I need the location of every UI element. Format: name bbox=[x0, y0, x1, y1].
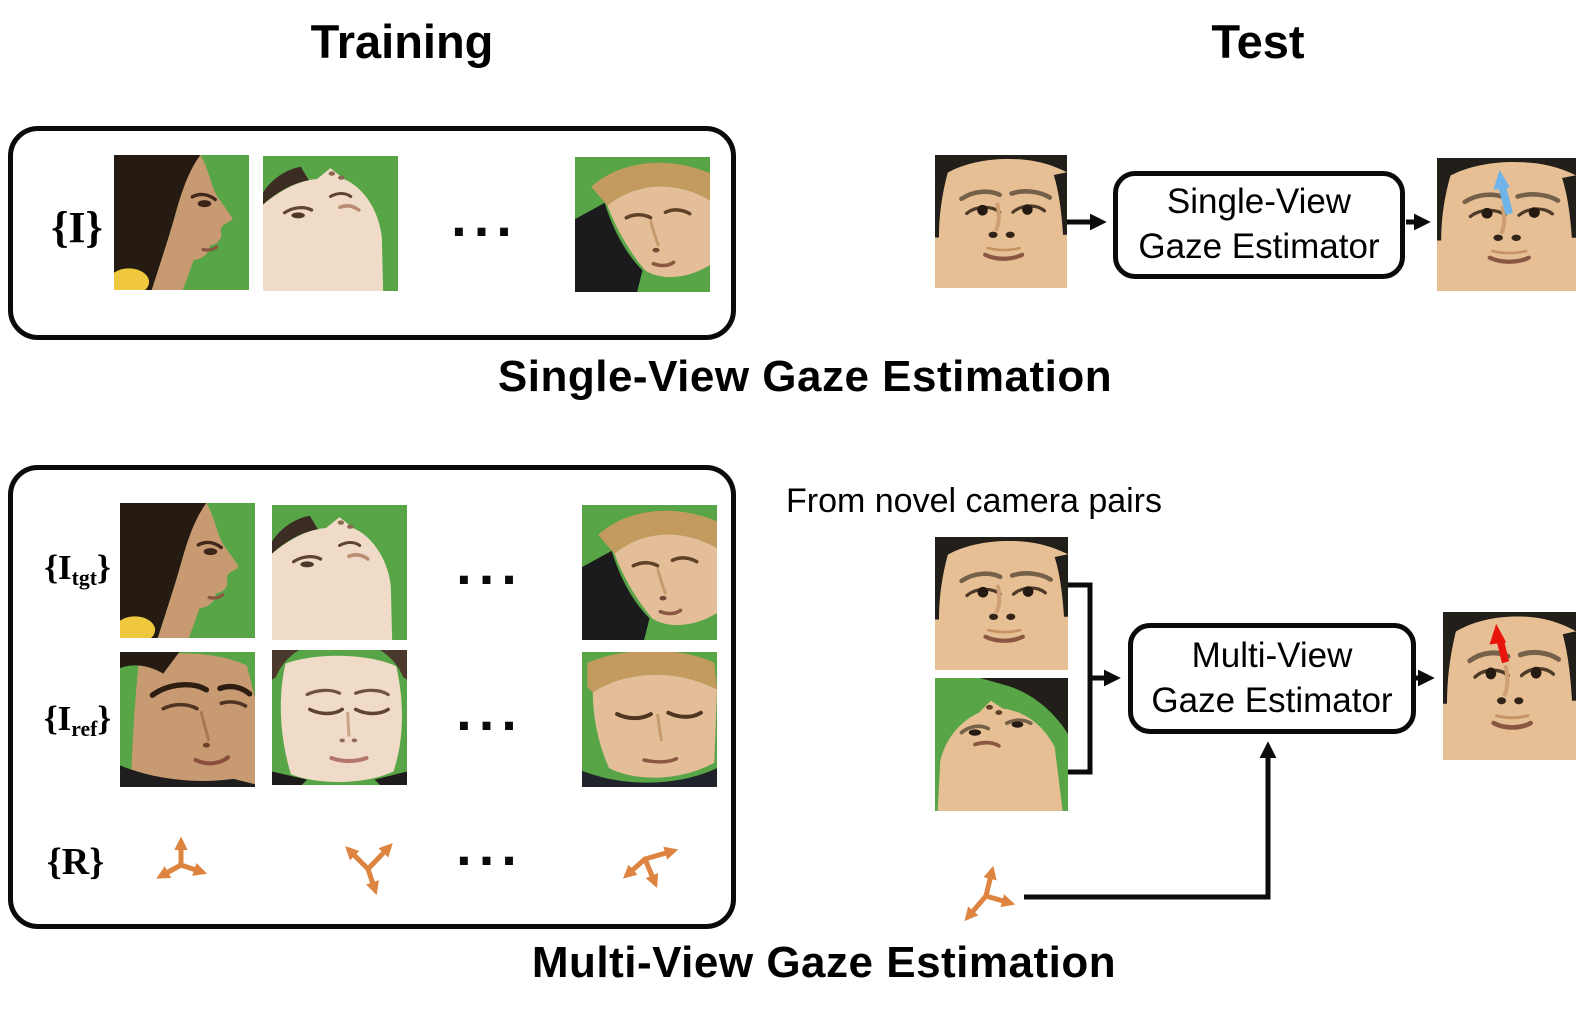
training-face-2 bbox=[263, 156, 398, 291]
estimator-line-2: Gaze Estimator bbox=[1151, 680, 1393, 720]
multi-view-caption: Multi-View Gaze Estimation bbox=[531, 938, 1117, 987]
ellipsis: ... bbox=[456, 679, 524, 742]
reference-face-2 bbox=[272, 650, 407, 785]
gaze-arrow-red bbox=[1496, 639, 1510, 664]
rotation-axes-icon bbox=[960, 864, 1022, 926]
bracket-camera-pair bbox=[1065, 582, 1093, 775]
training-header: Training bbox=[310, 15, 494, 68]
multi-view-input-face-1 bbox=[935, 537, 1068, 670]
training-face-3 bbox=[575, 157, 710, 292]
estimator-line-1: Multi-View bbox=[1191, 635, 1353, 675]
gaze-arrow-blue bbox=[1498, 186, 1513, 215]
estimator-line-1: Single-View bbox=[1166, 182, 1352, 222]
training-face-1 bbox=[114, 155, 249, 290]
ellipsis: ... bbox=[456, 533, 524, 596]
novel-camera-pairs-note: From novel camera pairs bbox=[786, 482, 1163, 520]
ellipsis: ... bbox=[456, 814, 524, 877]
reference-set-label: {Iref} bbox=[43, 699, 112, 742]
test-input-face bbox=[935, 155, 1067, 288]
multi-view-output-face bbox=[1443, 612, 1576, 760]
target-face-1 bbox=[120, 503, 255, 638]
image-set-label: {I} bbox=[51, 203, 103, 252]
target-face-3 bbox=[582, 505, 717, 640]
test-header: Test bbox=[1211, 15, 1305, 68]
rotation-set-label: {R} bbox=[46, 841, 105, 883]
single-view-caption: Single-View Gaze Estimation bbox=[497, 352, 1113, 401]
single-view-output-face bbox=[1437, 158, 1576, 291]
rotation-axes-icon bbox=[620, 832, 682, 894]
gaze-arrow-blue-head bbox=[1493, 169, 1510, 190]
single-view-estimator-box: Single-View Gaze Estimator bbox=[1113, 171, 1405, 279]
ellipsis: ... bbox=[451, 185, 519, 248]
target-face-2 bbox=[272, 505, 407, 640]
rotation-axes-icon bbox=[150, 830, 212, 892]
target-set-label: {Itgt} bbox=[44, 548, 111, 591]
rotation-axes-icon bbox=[338, 834, 400, 896]
estimator-line-2: Gaze Estimator bbox=[1138, 227, 1380, 266]
multi-view-estimator-box: Multi-View Gaze Estimator bbox=[1128, 623, 1416, 734]
reference-face-1 bbox=[120, 652, 255, 787]
multi-view-input-face-2 bbox=[935, 678, 1068, 811]
reference-face-3 bbox=[582, 652, 717, 787]
gaze-arrow-red-head bbox=[1489, 623, 1507, 645]
